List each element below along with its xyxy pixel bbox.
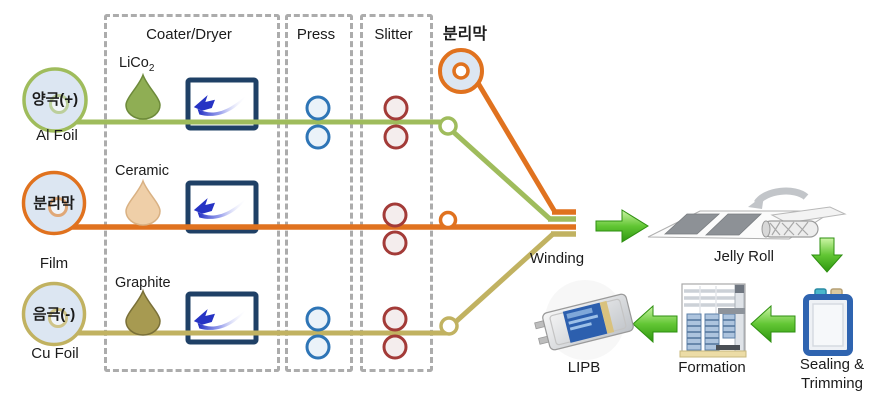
press-box: [285, 14, 353, 372]
arrow-left-sealing-to-formation-icon: [750, 304, 796, 344]
substrate-label-cu-foil: Cu Foil: [31, 345, 79, 362]
lipb-pouch-icon: [534, 280, 634, 360]
formation-label: Formation: [678, 359, 746, 376]
roll-label-separator: 분리막: [33, 195, 75, 212]
sealing-trimming-label: Sealing & Trimming: [799, 356, 865, 392]
coater-dryer-box: [104, 14, 280, 372]
column-title-press: Press: [296, 26, 336, 43]
winding-label: Winding: [529, 250, 585, 267]
arrow-right-icon: [595, 209, 649, 243]
roll-label-cathode: 양극(+): [31, 91, 79, 108]
substrate-label-al-foil: Al Foil: [36, 127, 78, 144]
column-title-slitter: Slitter: [374, 26, 413, 43]
lipb-label: LIPB: [567, 359, 601, 376]
guide-roller-cathode-icon: [438, 116, 458, 136]
coating-label-ceramic: Ceramic: [115, 163, 169, 179]
arrow-down-icon: [810, 237, 844, 273]
substrate-label-film: Film: [39, 255, 69, 272]
coating-label-licoo2: LiCo2: [119, 55, 155, 74]
arrow-left-formation-to-lipb-icon: [632, 304, 678, 344]
jelly-roll-label: Jelly Roll: [713, 248, 774, 265]
formation-rack-icon: [679, 283, 747, 358]
column-title-coater-dryer: Coater/Dryer: [146, 26, 232, 43]
guide-roller-anode-icon: [439, 316, 459, 336]
jelly-roll-icon: [647, 187, 847, 240]
rotation-arrow-icon: [748, 195, 764, 209]
separator-top-roll-icon: [438, 48, 484, 94]
slitter-box: [360, 14, 433, 372]
sealing-battery-icon: [803, 288, 853, 356]
roll-label-anode: 음극(-): [32, 306, 76, 323]
column-title-separator: 분리막: [442, 26, 488, 43]
coating-label-graphite: Graphite: [115, 275, 171, 291]
guide-roller-separator-icon: [438, 210, 458, 230]
